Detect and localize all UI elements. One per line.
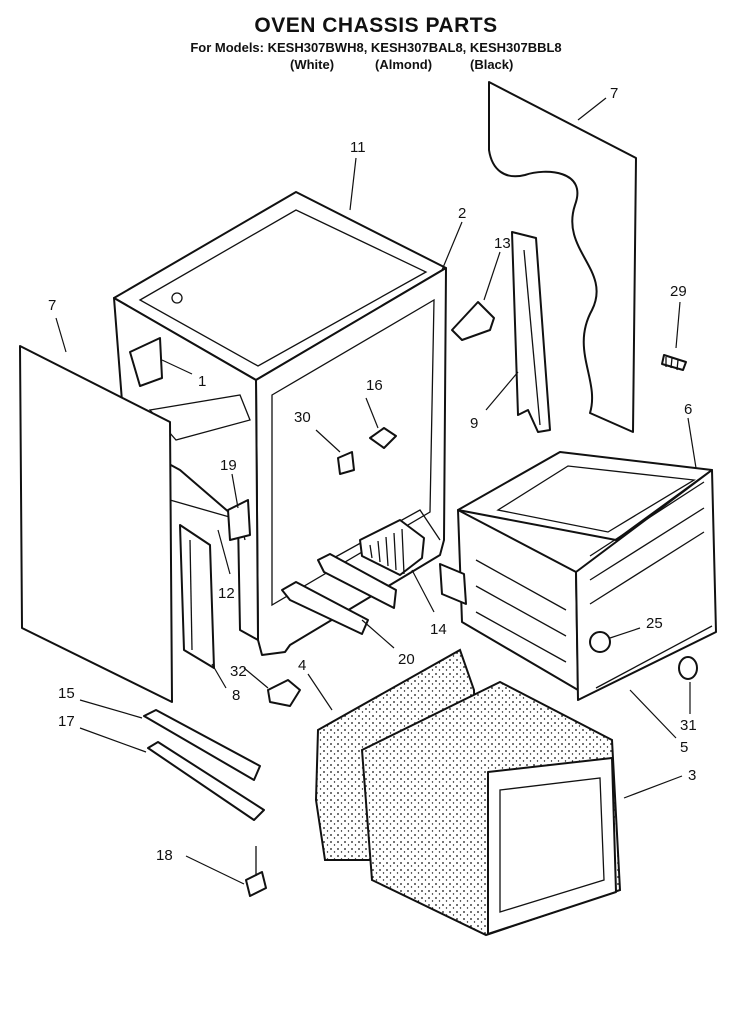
- callout-2: 2: [458, 205, 466, 222]
- grommet-part-31: [678, 656, 698, 680]
- oven-liner-part: [439, 451, 717, 701]
- mount-bracket-parts: [143, 709, 265, 821]
- callout-17: 17: [58, 713, 75, 730]
- callout-7-top: 7: [610, 85, 618, 102]
- callout-9: 9: [470, 415, 478, 432]
- callout-4: 4: [298, 657, 306, 674]
- bracket-part-13: [451, 301, 495, 341]
- callout-8: 8: [232, 687, 240, 704]
- callout-13: 13: [494, 235, 511, 252]
- callout-16: 16: [366, 377, 383, 394]
- callout-1: 1: [198, 373, 206, 390]
- leveling-leg-part: [245, 846, 267, 897]
- callout-15: 15: [58, 685, 75, 702]
- callout-19: 19: [220, 457, 237, 474]
- bottom-rail-parts: [281, 553, 397, 635]
- callout-29: 29: [670, 283, 687, 300]
- clip-part-32: [267, 679, 301, 707]
- callout-30: 30: [294, 409, 311, 426]
- model-list: For Models: KESH307BWH8, KESH307BAL8, KE…: [190, 40, 562, 55]
- callout-6: 6: [684, 401, 692, 418]
- finish-black: (Black): [470, 57, 514, 72]
- page-title: OVEN CHASSIS PARTS: [254, 14, 498, 37]
- callout-5: 5: [680, 739, 688, 756]
- back-panel-part: [488, 81, 637, 433]
- callout-31: 31: [680, 717, 697, 734]
- callout-3: 3: [688, 767, 696, 784]
- callout-12: 12: [218, 585, 235, 602]
- callout-18: 18: [156, 847, 173, 864]
- finish-white: (White): [290, 57, 335, 72]
- callout-25: 25: [646, 615, 663, 632]
- terminal-block-part: [359, 519, 425, 576]
- callout-14: 14: [430, 621, 447, 638]
- hinge-part-16: [369, 427, 397, 449]
- sensor-part-29: [661, 354, 687, 371]
- side-panel-part: [19, 345, 173, 703]
- insulation-part-3: [360, 680, 622, 937]
- callout-7-left: 7: [48, 297, 56, 314]
- block-part-30: [337, 451, 355, 475]
- bracket-part-1: [129, 337, 163, 387]
- vertical-rail-part: [511, 231, 551, 433]
- leader-lines: [55, 97, 697, 885]
- callout-20: 20: [398, 651, 415, 668]
- callout-32: 32: [230, 663, 247, 680]
- callout-11: 11: [350, 139, 366, 156]
- finish-almond: (Almond): [375, 57, 433, 72]
